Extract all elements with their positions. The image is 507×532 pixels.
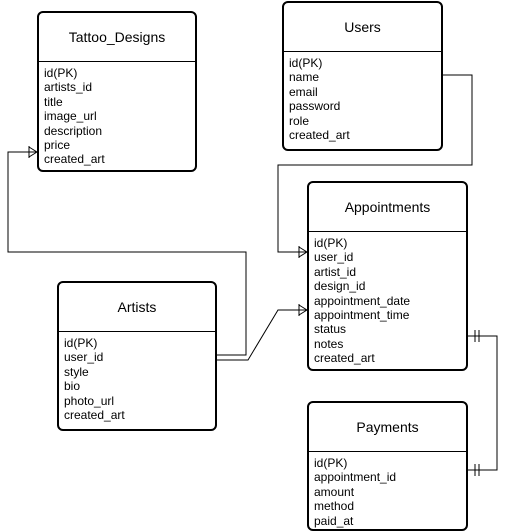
entity-field: id(PK) [64, 336, 98, 350]
entity-field: design_id [314, 279, 366, 294]
entity-field: created_art [44, 152, 105, 167]
entity-field: artists_id [44, 80, 93, 95]
entity-field: user_id [64, 350, 104, 365]
one-marker-appointments [474, 330, 480, 342]
entity-field: id(PK) [289, 56, 323, 70]
connector-artists-appointments [217, 309, 307, 361]
entity-field: id(PK) [314, 236, 348, 250]
entity-field: password [289, 99, 341, 114]
entity-field: bio [64, 379, 81, 394]
entity-field: appointment_id [314, 470, 397, 485]
entity-field: artist_id [314, 264, 357, 279]
entity-field: id(PK) [44, 66, 78, 80]
entity-field: created_art [64, 408, 125, 423]
entity-field: appointment_time [314, 308, 410, 323]
entity-field: photo_url [64, 393, 115, 408]
connector-appointments-payments [467, 335, 498, 471]
entity-field: paid_at [314, 513, 354, 528]
entity-title: Payments [309, 403, 466, 452]
entity-field: email [289, 84, 318, 99]
entity-field: id(PK) [314, 456, 348, 470]
entity-field: image_url [44, 109, 97, 124]
one-marker-payments [474, 464, 480, 476]
crows-foot-tattoo-designs [28, 146, 38, 158]
entity-field: notes [314, 336, 344, 351]
entity-field: method [314, 499, 355, 514]
entity-field: title [44, 94, 63, 109]
entity-title: Appointments [309, 183, 466, 232]
crows-foot-appointments-artist [298, 304, 308, 316]
entity-field: amount [314, 484, 355, 499]
entity-title: Artists [59, 283, 215, 332]
entity-field: status [314, 322, 347, 337]
crows-foot-appointments-user [298, 246, 308, 258]
entity-field: style [64, 364, 89, 379]
entity-title: Users [284, 3, 441, 52]
entity-field: created_art [314, 351, 375, 366]
entity-field: created_art [289, 128, 350, 143]
entity-field: role [289, 113, 310, 128]
entity-field: appointment_date [314, 293, 411, 308]
entity-field: price [44, 138, 71, 153]
entity-field: name [289, 70, 320, 85]
entity-field: description [44, 123, 103, 138]
entity-title: Tattoo_Designs [39, 13, 195, 62]
entity-field: user_id [314, 250, 354, 265]
